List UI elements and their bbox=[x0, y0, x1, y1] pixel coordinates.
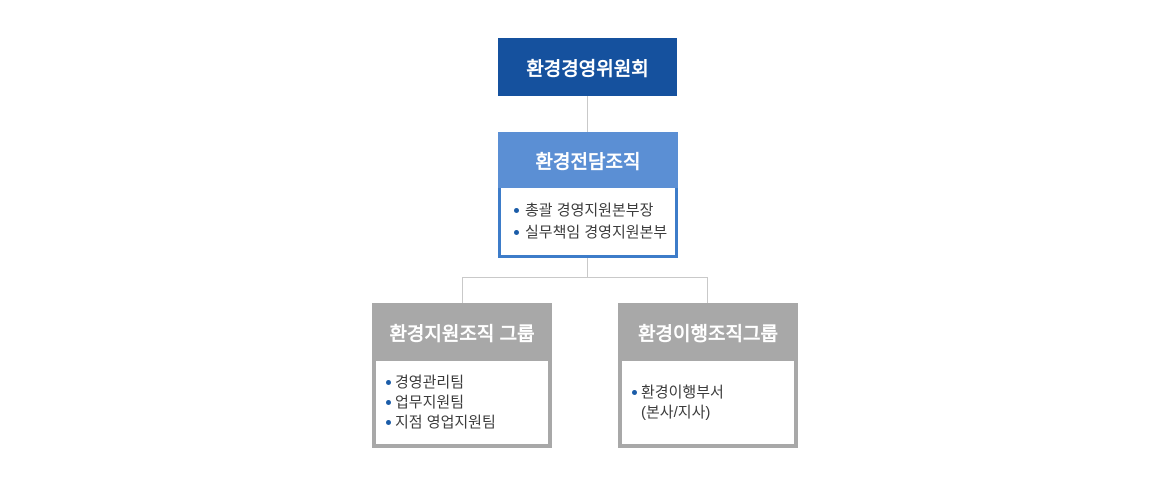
connector-drop-right bbox=[707, 277, 708, 303]
node-title: 환경지원조직 그룹 bbox=[389, 323, 535, 345]
bullet-icon bbox=[632, 389, 637, 395]
bullet-icon bbox=[386, 379, 391, 385]
node-title: 환경이행조직그룹 bbox=[638, 323, 778, 345]
list-item-label: 실무책임 경영지원본부 bbox=[525, 223, 668, 241]
node-title: 환경전담조직 bbox=[498, 132, 678, 188]
connector-horizontal bbox=[462, 277, 708, 278]
list-item: 경영관리팀 bbox=[386, 373, 548, 393]
list-item-label: 업무지원팀 bbox=[395, 393, 465, 411]
bullet-icon bbox=[386, 419, 391, 425]
node-environment-management-committee: 환경경영위원회 bbox=[498, 38, 677, 96]
node-detail-panel: 경영관리팀 업무지원팀 지점 영업지원팀 bbox=[376, 361, 548, 444]
bullet-icon bbox=[514, 229, 519, 235]
connector-dedicated-stub bbox=[587, 258, 588, 277]
node-environment-dedicated-org: 환경전담조직 총괄 경영지원본부장 실무책임 경영지원본부 bbox=[498, 132, 678, 258]
list-item: 지점 영업지원팀 bbox=[386, 413, 548, 433]
bullet-icon bbox=[386, 399, 391, 405]
list-item: 실무책임 경영지원본부 bbox=[514, 222, 675, 244]
list-item-label: 지점 영업지원팀 bbox=[395, 413, 496, 431]
node-detail-panel: 총괄 경영지원본부장 실무책임 경영지원본부 bbox=[498, 188, 678, 258]
list-item: 총괄 경영지원본부장 bbox=[514, 200, 675, 222]
list-item-label: 총괄 경영지원본부장 bbox=[525, 201, 654, 219]
connector-root-to-dedicated bbox=[587, 96, 588, 133]
list-item: 환경이행부서 (본사/지사) bbox=[632, 383, 794, 423]
node-title: 환경경영위원회 bbox=[526, 58, 649, 80]
connector-drop-left bbox=[462, 277, 463, 303]
node-detail-panel: 환경이행부서 (본사/지사) bbox=[622, 361, 794, 444]
list-item-sublabel: (본사/지사) bbox=[641, 403, 711, 421]
node-environment-implementation-group: 환경이행조직그룹 환경이행부서 (본사/지사) bbox=[618, 303, 798, 448]
node-environment-support-group: 환경지원조직 그룹 경영관리팀 업무지원팀 지점 영업지원팀 bbox=[372, 303, 552, 448]
list-item-main: 환경이행부서 bbox=[641, 383, 724, 401]
list-item: 업무지원팀 bbox=[386, 393, 548, 413]
list-item-label: 경영관리팀 bbox=[395, 373, 465, 391]
list-item-label: 환경이행부서 (본사/지사) bbox=[641, 383, 724, 423]
bullet-icon bbox=[514, 207, 519, 213]
